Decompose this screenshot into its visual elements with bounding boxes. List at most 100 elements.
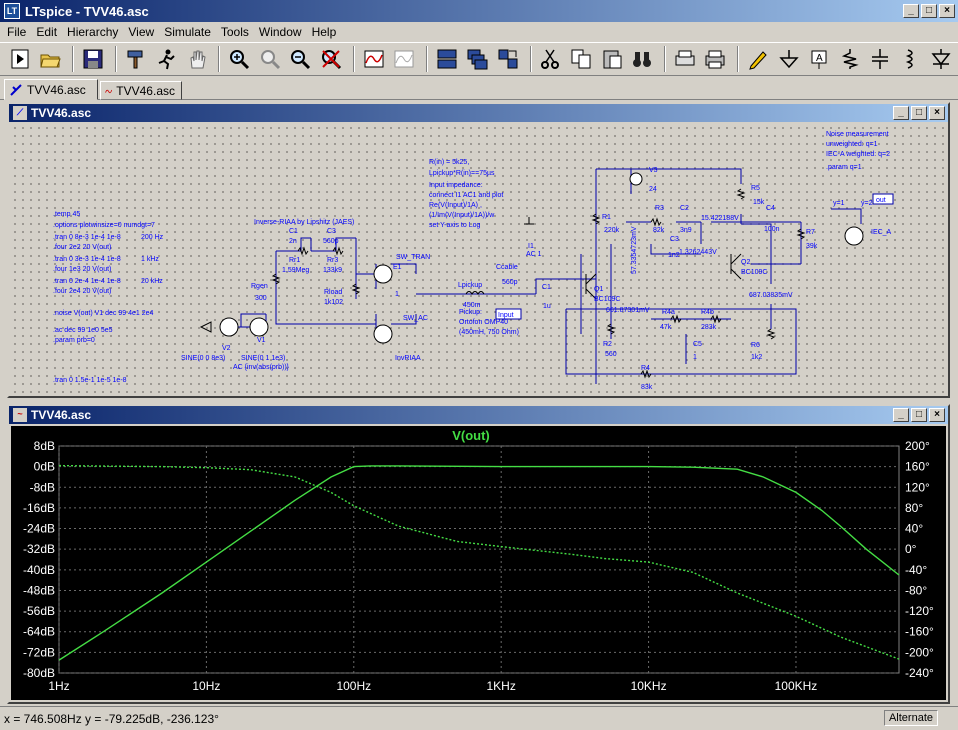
delete-trace-icon — [394, 50, 414, 68]
new-schematic-button[interactable] — [6, 45, 34, 73]
ground-button[interactable] — [775, 45, 803, 73]
svg-text:24: 24 — [649, 186, 657, 193]
save-button[interactable] — [79, 45, 107, 73]
capacitor-button[interactable] — [866, 45, 894, 73]
minimize-button[interactable]: _ — [903, 4, 919, 18]
menu-simulate[interactable]: Simulate — [164, 24, 211, 39]
svg-text:220k: 220k — [604, 227, 620, 234]
close-button[interactable]: × — [929, 106, 945, 120]
menu-file[interactable]: File — [7, 24, 27, 39]
maximize-button[interactable]: □ — [911, 408, 927, 422]
control-panel-button[interactable] — [122, 45, 150, 73]
minimize-button[interactable]: _ — [893, 408, 909, 422]
series-magnitude-line[interactable] — [58, 465, 900, 661]
menu-hierarchy[interactable]: Hierarchy — [67, 24, 119, 39]
copy-icon — [571, 49, 591, 69]
svg-text:.tran 0 3e-3 1e-4 1e-8: .tran 0 3e-3 1e-4 1e-8 — [53, 256, 121, 263]
y-right-tick-label: 80° — [905, 501, 923, 515]
svg-text:I1: I1 — [528, 243, 534, 250]
find-button[interactable] — [628, 45, 656, 73]
diode-button[interactable] — [928, 45, 956, 73]
svg-text:AC 1: AC 1 — [526, 251, 542, 258]
cut-button[interactable] — [537, 45, 565, 73]
close-button[interactable]: × — [939, 4, 955, 18]
svg-text:E1: E1 — [393, 264, 402, 271]
series-phase-line[interactable] — [58, 464, 900, 660]
wire-button[interactable] — [744, 45, 772, 73]
zoom-cancel-icon — [321, 50, 342, 70]
delete-trace-button[interactable] — [390, 45, 418, 73]
scissors-icon — [541, 49, 560, 69]
svg-text:out: out — [876, 197, 886, 204]
pan-button[interactable] — [256, 45, 284, 73]
window-title: LTspice - TVV46.asc — [25, 3, 149, 19]
zoom-icon — [260, 50, 280, 70]
y-left-tick-label: 0dB — [34, 460, 55, 474]
tab-schematic[interactable]: TVV46.asc — [4, 79, 98, 100]
print-preview-button[interactable] — [671, 45, 699, 73]
schematic-canvas[interactable]: .temp 45 .options plotwinsize=0 numdgt=7… — [11, 124, 946, 394]
inductor-icon — [905, 49, 913, 69]
autorange-button[interactable] — [360, 45, 388, 73]
tab-waveform[interactable]: TVV46.asc — [100, 81, 182, 100]
svg-text:Input: Input — [498, 312, 514, 319]
menu-edit[interactable]: Edit — [36, 24, 58, 39]
maximize-button[interactable]: □ — [911, 106, 927, 120]
mode-indicator[interactable]: Alternate — [883, 710, 938, 726]
close-button[interactable]: × — [929, 408, 945, 422]
zoom-fit-button[interactable] — [317, 45, 345, 73]
svg-text:AC {inv(abs(prb))}: AC {inv(abs(prb))} — [233, 364, 290, 371]
zoom-out-button[interactable] — [287, 45, 315, 73]
svg-text:IEC_A: IEC_A — [871, 229, 892, 236]
menu-help[interactable]: Help — [311, 24, 337, 39]
svg-text:Lpickup: Lpickup — [458, 282, 482, 289]
open-button[interactable] — [37, 45, 65, 73]
zoom-in-button[interactable] — [225, 45, 253, 73]
svg-text:SINE(0 1 1e3): SINE(0 1 1e3) — [241, 355, 285, 362]
tile-vertical-button[interactable] — [464, 45, 492, 73]
svg-text:BC109C: BC109C — [741, 269, 767, 276]
title-bar: LT LTspice - TVV46.asc _ □ × — [0, 0, 958, 22]
print-button[interactable] — [702, 45, 730, 73]
hammer-icon — [127, 50, 143, 69]
svg-text:1k102: 1k102 — [324, 299, 343, 306]
hand-icon — [190, 50, 206, 69]
svg-text:R5: R5 — [751, 185, 760, 192]
x-tick-label: 100KHz — [775, 679, 818, 693]
resistor-button[interactable] — [836, 45, 864, 73]
svg-text:83k: 83k — [641, 384, 653, 391]
copy-button[interactable] — [567, 45, 595, 73]
halt-button[interactable] — [183, 45, 211, 73]
run-button[interactable] — [152, 45, 180, 73]
svg-text:Lpickup*R(in)==75µs: Lpickup*R(in)==75µs — [429, 170, 495, 177]
svg-text:1: 1 — [693, 354, 697, 361]
label-icon: A — [811, 50, 827, 69]
chart-title[interactable]: V(out) — [452, 428, 490, 443]
paste-button[interactable] — [598, 45, 626, 73]
menu-view[interactable]: View — [128, 24, 155, 39]
inductor-button[interactable] — [897, 45, 925, 73]
menu-window[interactable]: Window — [258, 24, 302, 39]
svg-text:.ac dec 99 1e0 5e5: .ac dec 99 1e0 5e5 — [53, 327, 113, 334]
label-net-button[interactable]: A — [805, 45, 833, 73]
svg-text:unweighted: q=1: unweighted: q=1 — [826, 141, 878, 148]
svg-text:Ortofon OMP40: Ortofon OMP40 — [459, 319, 508, 326]
tile-horizontal-button[interactable] — [433, 45, 461, 73]
svg-text:R4: R4 — [641, 365, 650, 372]
svg-text:y=1: y=1 — [833, 200, 845, 207]
svg-text:V2: V2 — [222, 345, 231, 352]
menu-tools[interactable]: Tools — [220, 24, 249, 39]
schematic-drawing[interactable]: .temp 45 .options plotwinsize=0 numdgt=7… — [11, 124, 946, 394]
svg-text:450m: 450m — [463, 302, 481, 309]
svg-text:R7: R7 — [806, 229, 815, 236]
svg-text:133k9: 133k9 — [323, 267, 342, 274]
pencil-icon — [749, 51, 767, 70]
y-right-tick-label: -40° — [905, 563, 927, 577]
x-tick-label: 100Hz — [336, 679, 371, 693]
cascade-button[interactable] — [494, 45, 522, 73]
svg-text:.four 1e3 20 V(out): .four 1e3 20 V(out) — [53, 266, 111, 273]
maximize-button[interactable]: □ — [921, 4, 937, 18]
minimize-button[interactable]: _ — [893, 106, 909, 120]
